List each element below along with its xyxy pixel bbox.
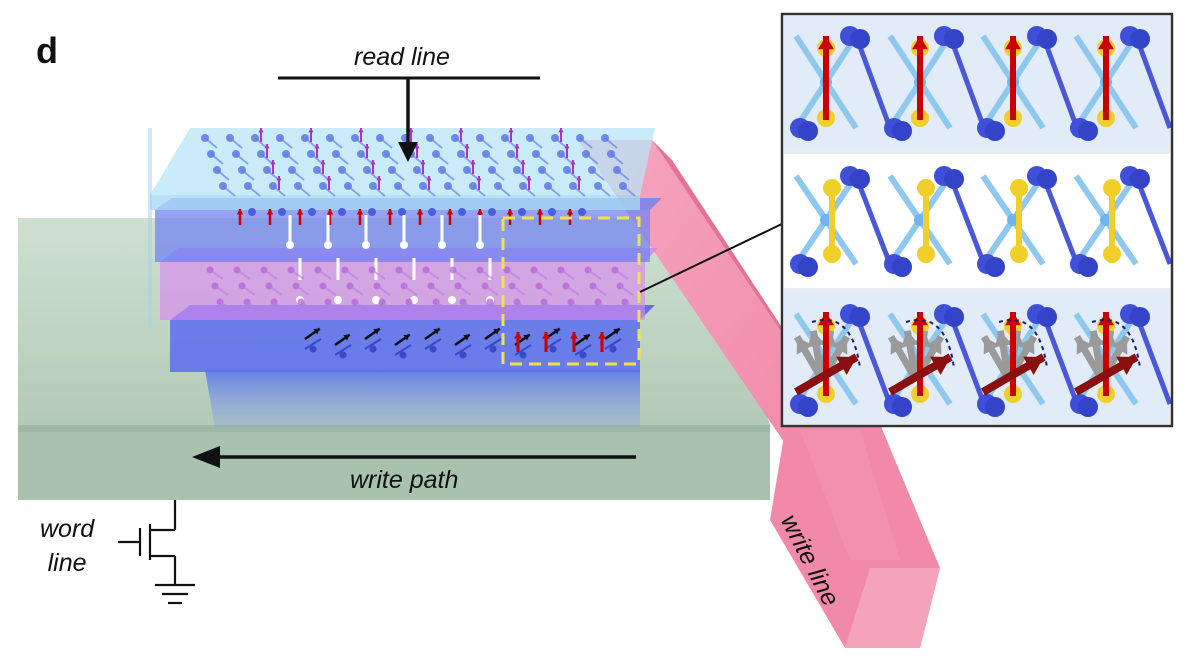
word-line-transistor: [118, 500, 195, 605]
read-line: [278, 76, 540, 162]
highlight-box: [501, 216, 641, 366]
read-line-label: read line: [354, 43, 450, 71]
inset-panel: [780, 12, 1174, 428]
write-path-label: write path: [350, 466, 459, 494]
word-line-label: word line: [40, 512, 94, 580]
stack-lattice: [201, 128, 639, 359]
word-line-label-2: line: [47, 549, 87, 577]
word-line-label-1: word: [40, 515, 95, 543]
zoom-connector: [639, 221, 787, 293]
stack-reflection: [205, 370, 640, 428]
write-path-arrow: [192, 446, 636, 468]
panel-letter: d: [36, 30, 58, 71]
